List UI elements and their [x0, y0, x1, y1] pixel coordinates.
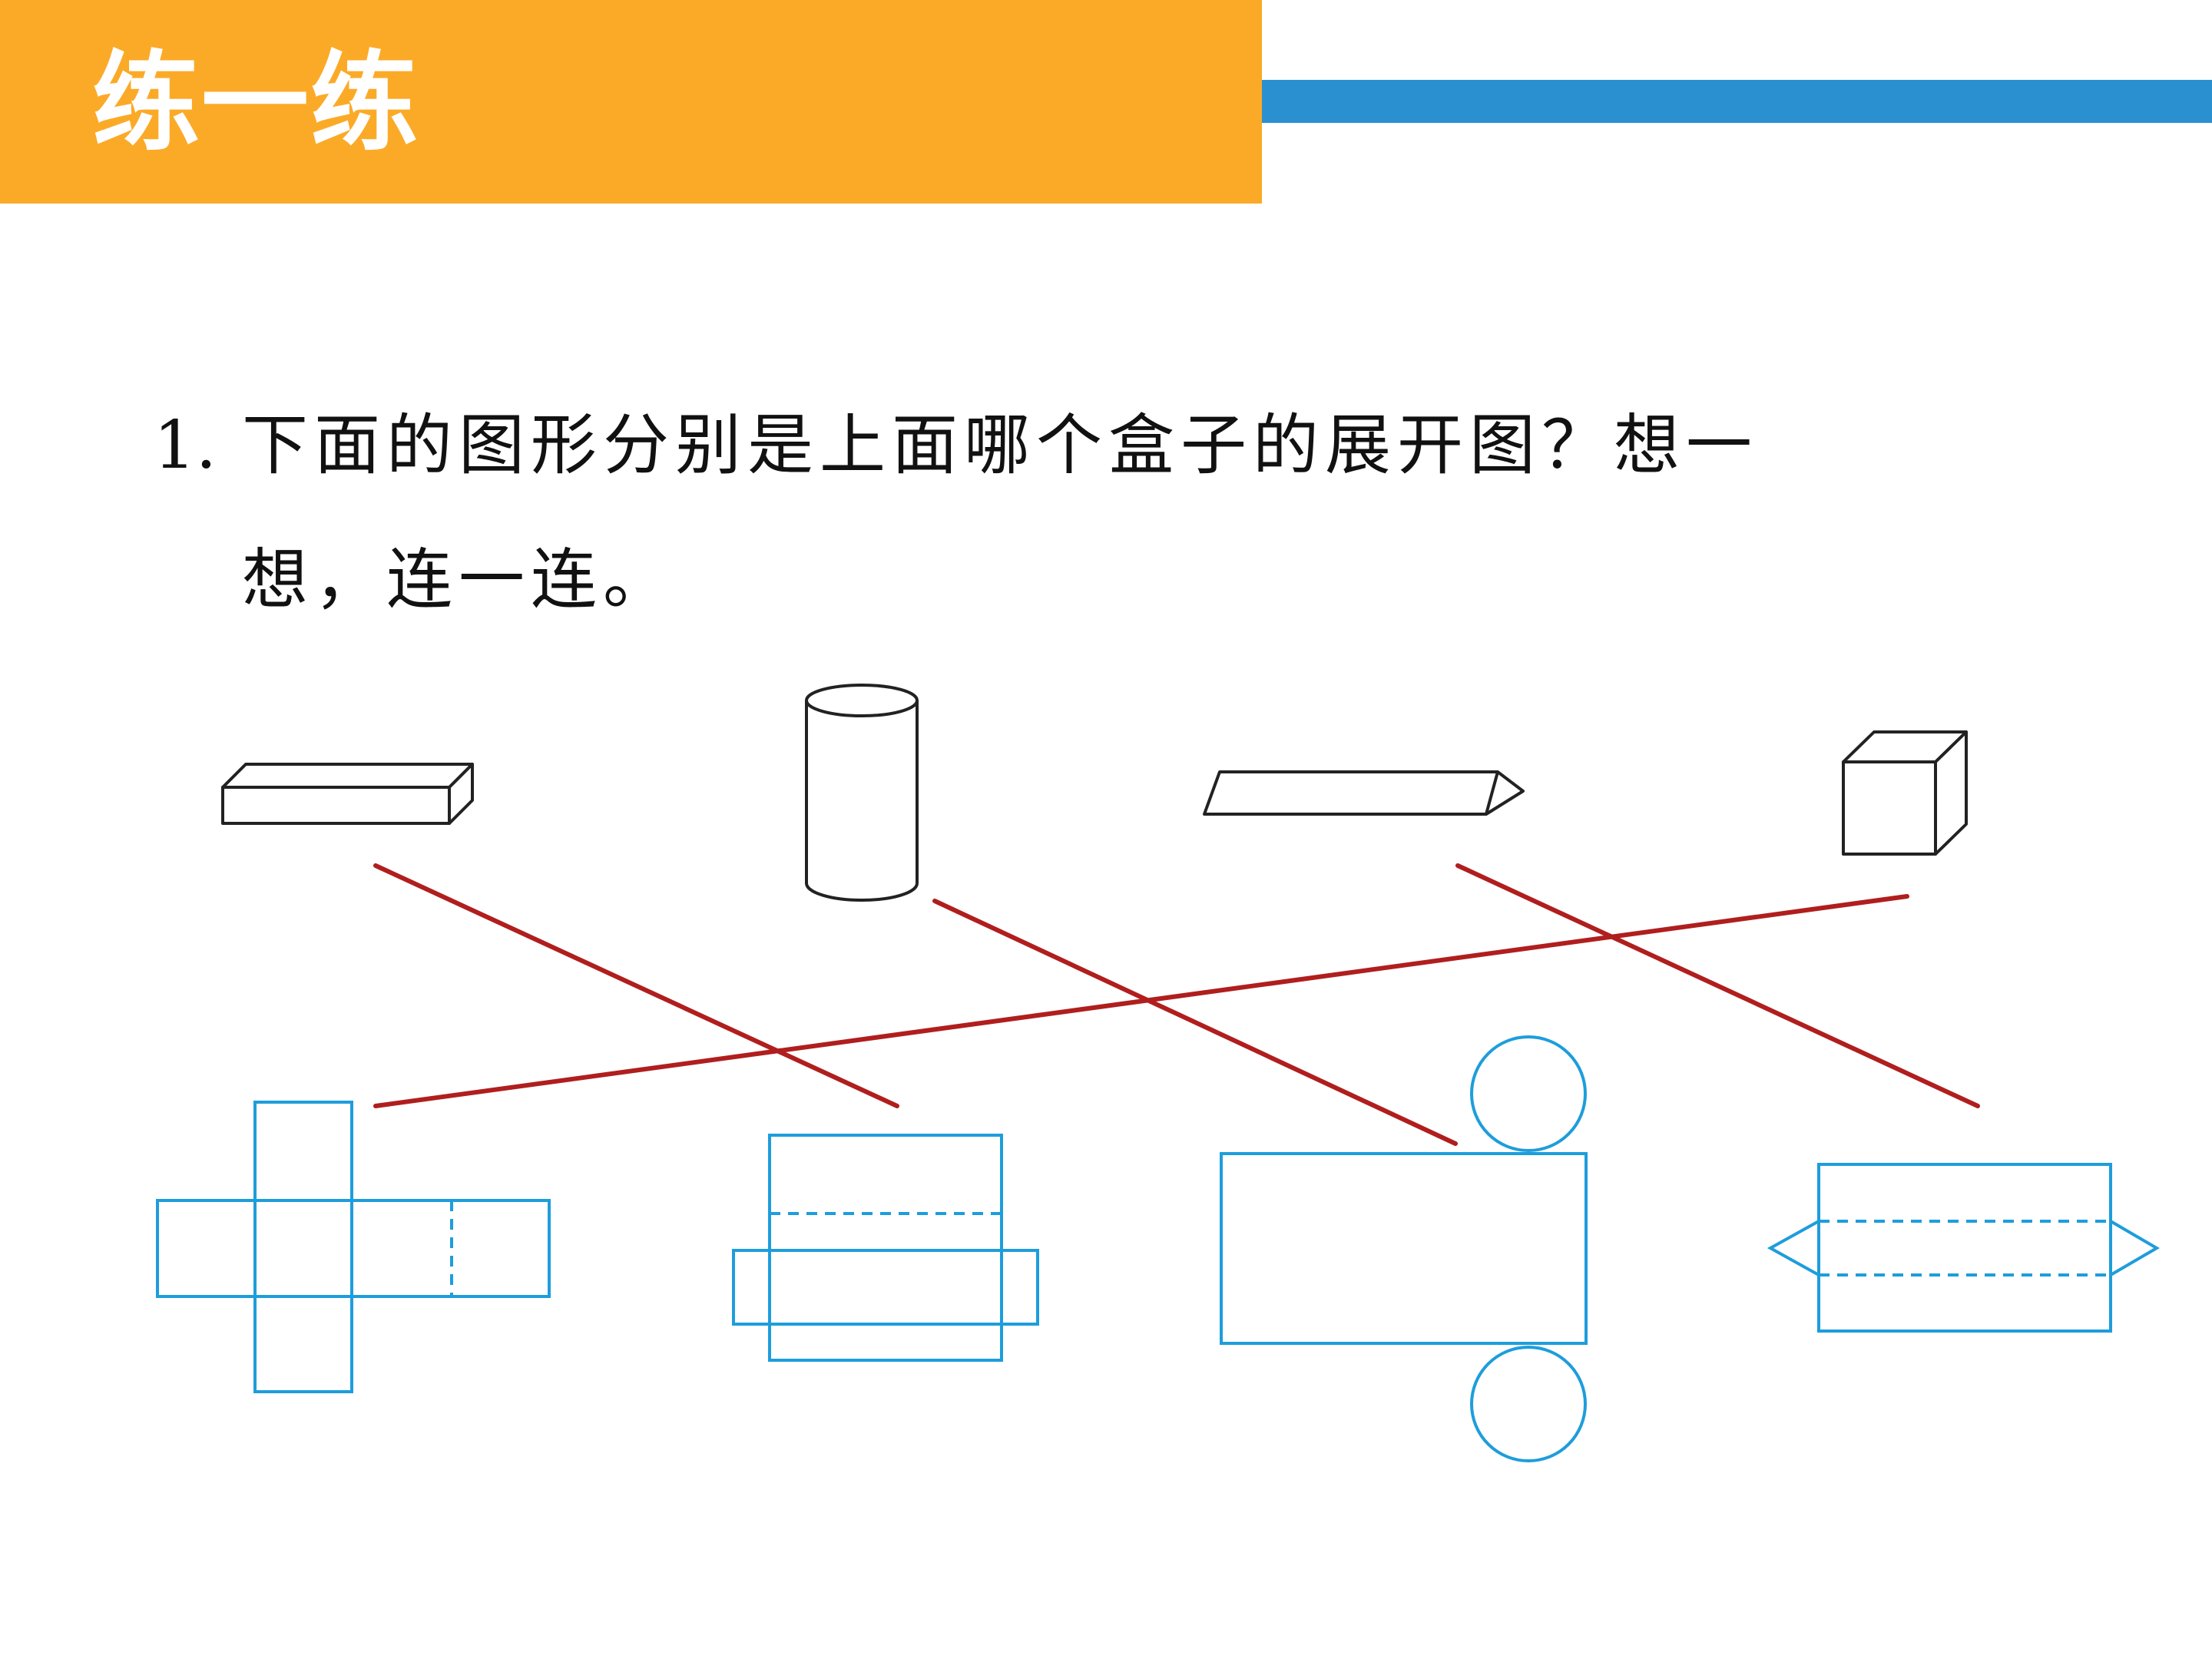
answer-line-cylinder — [932, 899, 1458, 1146]
cylinder-icon[interactable] — [805, 684, 919, 902]
cube-icon[interactable] — [1842, 730, 1968, 856]
answer-line-cuboid — [373, 863, 899, 1108]
cuboid-net-icon[interactable] — [732, 1134, 1039, 1362]
cube-net-icon[interactable] — [156, 1101, 551, 1393]
answer-lines — [373, 863, 1980, 1146]
triangular-prism-icon[interactable] — [1203, 770, 1525, 816]
header-bar — [0, 0, 1262, 204]
long-cuboid-icon[interactable] — [221, 763, 474, 825]
page-title: 练一练 — [92, 41, 420, 166]
header-accent-line — [1262, 80, 2212, 123]
question-text-line-2: 想，连一连。 — [242, 541, 675, 618]
answer-line-cube — [373, 894, 1909, 1108]
question-text-line-1: 下面的图形分别是上面哪个盒子的展开图？想一 — [242, 407, 1758, 484]
prism-net-icon[interactable] — [1767, 1163, 2160, 1333]
answer-line-prism — [1455, 863, 1980, 1108]
question-number: 1. — [154, 407, 217, 484]
cylinder-net-icon[interactable] — [1220, 1035, 1588, 1462]
